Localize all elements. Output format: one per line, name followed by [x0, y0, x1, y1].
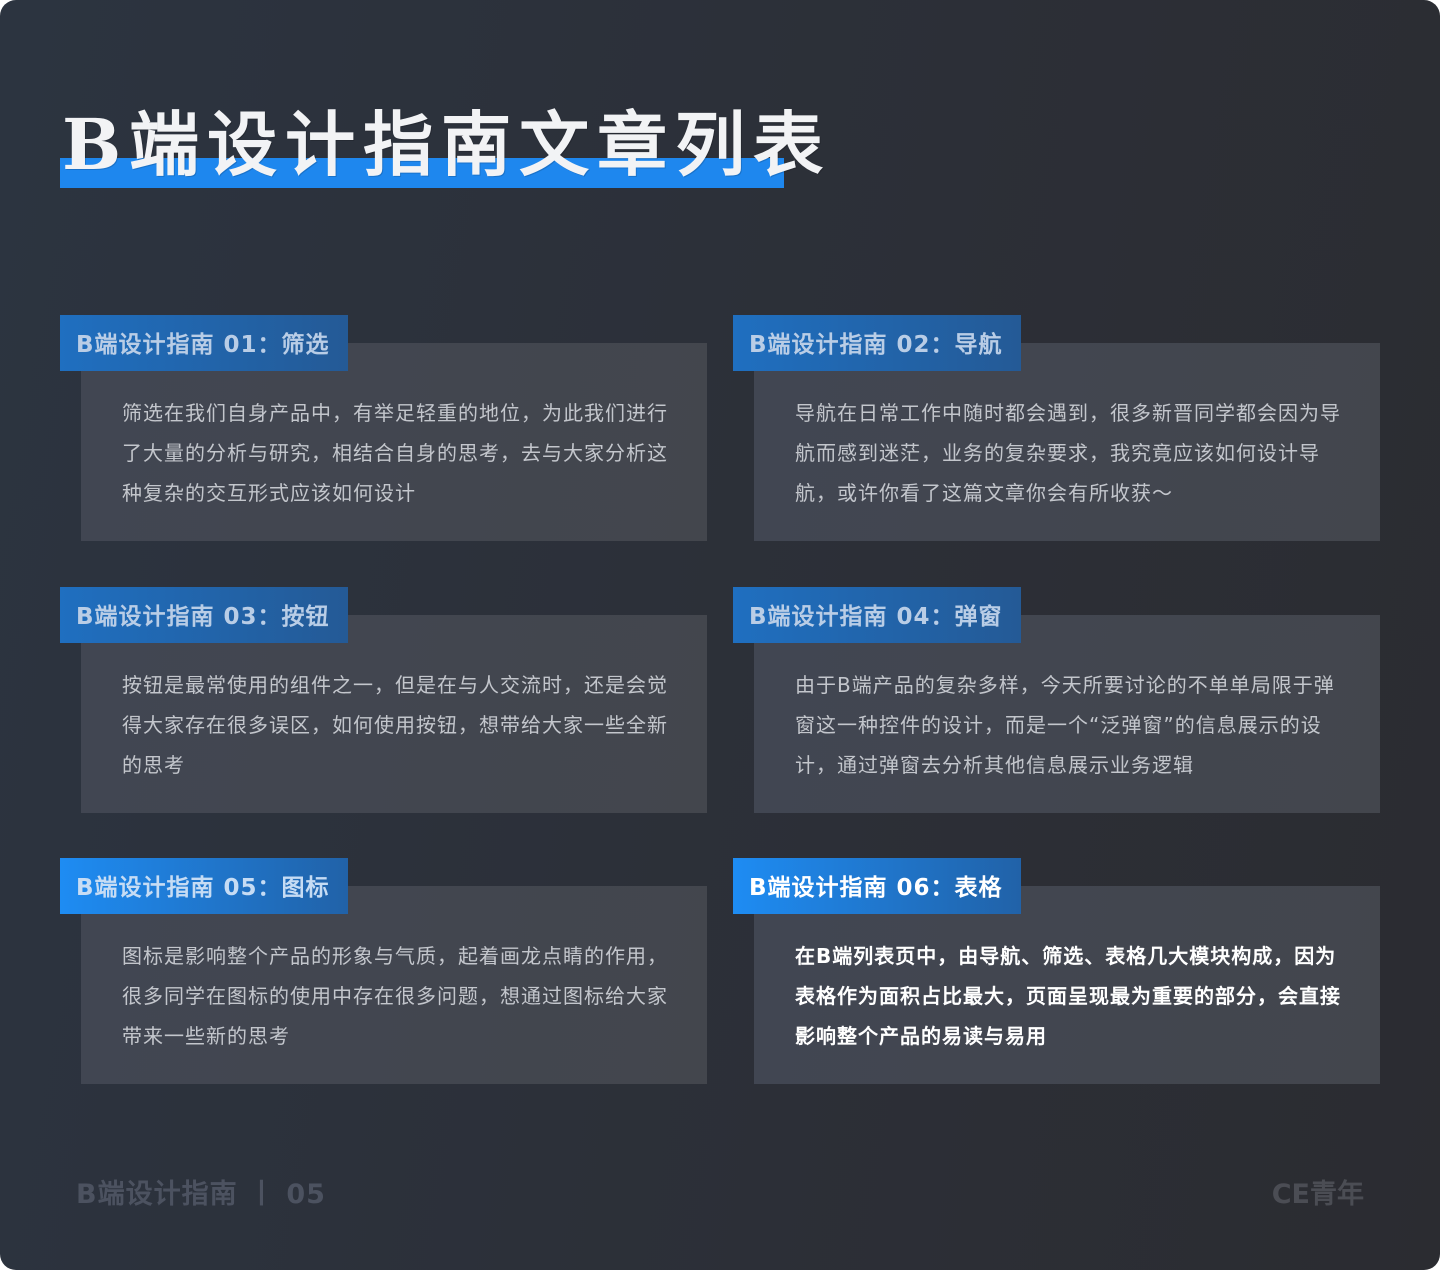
article-card-05[interactable]: B端设计指南 05：图标 图标是影响整个产品的形象与气质，起着画龙点睛的作用，很… — [60, 858, 708, 1086]
article-card-03[interactable]: B端设计指南 03：按钮 按钮是最常使用的组件之一，但是在与人交流时，还是会觉得… — [60, 587, 708, 815]
article-description: 在B端列表页中，由导航、筛选、表格几大模块构成，因为表格作为面积占比最大，页面呈… — [795, 944, 1341, 1048]
article-card-02[interactable]: B端设计指南 02：导航 导航在日常工作中随时都会遇到，很多新晋同学都会因为导航… — [733, 315, 1381, 543]
article-tag: B端设计指南 04：弹窗 — [733, 587, 1021, 643]
card-body — [81, 886, 707, 1084]
footer-brand: CE青年 — [1271, 1179, 1364, 1210]
article-tag: B端设计指南 02：导航 — [733, 315, 1021, 371]
article-card-06[interactable]: B端设计指南 06：表格 在B端列表页中，由导航、筛选、表格几大模块构成，因为表… — [733, 858, 1381, 1086]
article-description: 图标是影响整个产品的形象与气质，起着画龙点睛的作用，很多同学在图标的使用中存在很… — [122, 944, 668, 1048]
title-underline-bar — [60, 158, 784, 188]
card-body — [754, 343, 1380, 541]
article-tag: B端设计指南 05：图标 — [60, 858, 348, 914]
card-body — [81, 343, 707, 541]
header: B端设计指南文章列表 — [60, 100, 831, 190]
article-description: 导航在日常工作中随时都会遇到，很多新晋同学都会因为导航而感到迷茫，业务的复杂要求… — [795, 401, 1341, 505]
page-title: B端设计指南文章列表 — [62, 103, 832, 186]
card-body — [81, 615, 707, 813]
article-description: 筛选在我们自身产品中，有举足轻重的地位，为此我们进行了大量的分析与研究，相结合自… — [122, 401, 668, 505]
card-body — [754, 886, 1380, 1084]
article-tag: B端设计指南 01：筛选 — [60, 315, 348, 371]
footer-series-label: B端设计指南 丨 05 — [76, 1179, 326, 1210]
article-description: 按钮是最常使用的组件之一，但是在与人交流时，还是会觉得大家存在很多误区，如何使用… — [122, 673, 668, 777]
article-tag: B端设计指南 03：按钮 — [60, 587, 348, 643]
article-card-04[interactable]: B端设计指南 04：弹窗 由于B端产品的复杂多样，今天所要讨论的不单单局限于弹窗… — [733, 587, 1381, 815]
article-tag: B端设计指南 06：表格 — [733, 858, 1021, 914]
card-body — [754, 615, 1380, 813]
article-description: 由于B端产品的复杂多样，今天所要讨论的不单单局限于弹窗这一种控件的设计，而是一个… — [795, 673, 1335, 777]
article-card-01[interactable]: B端设计指南 01：筛选 筛选在我们自身产品中，有举足轻重的地位，为此我们进行了… — [60, 315, 708, 543]
